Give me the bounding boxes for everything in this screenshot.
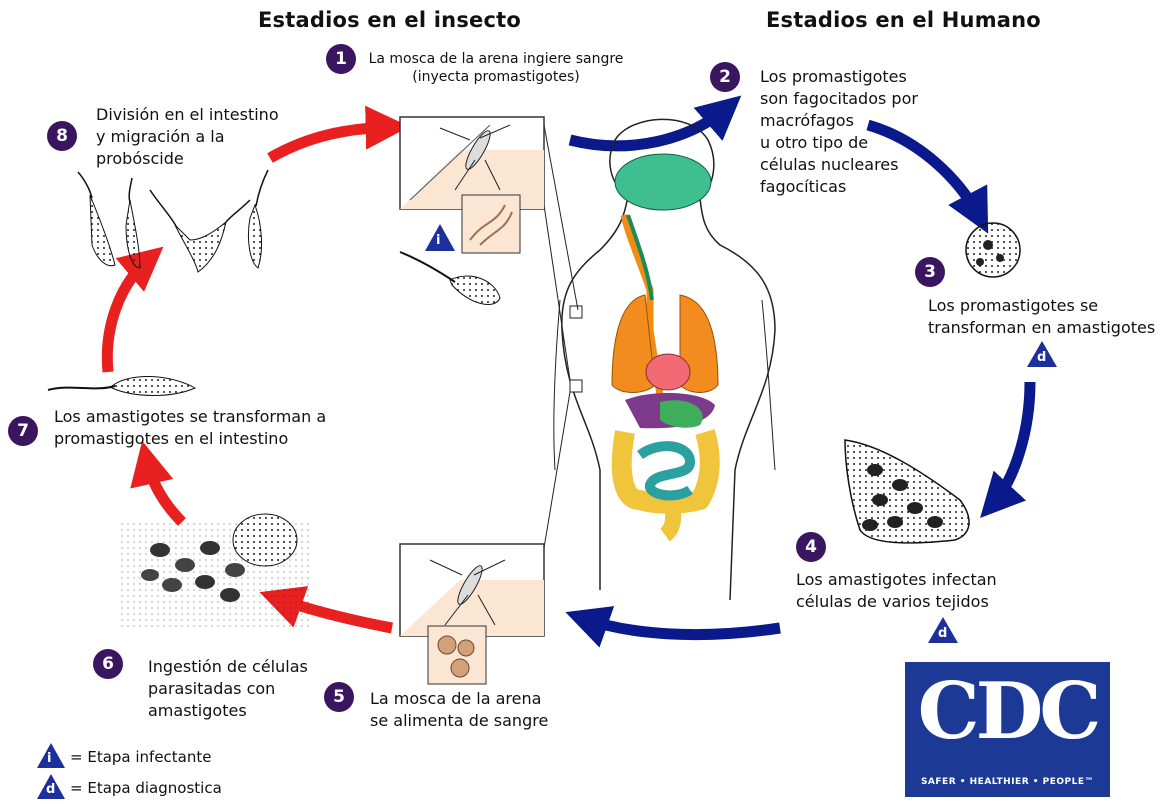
arrow-3-to-4 (992, 382, 1030, 505)
step-3-text: Los promastigotes se transforman en amas… (928, 295, 1155, 339)
insect-stages-heading: Estadios en el insecto (258, 8, 521, 32)
badge-letter-d-step-3: d (1037, 350, 1046, 365)
arrow-4-to-5 (582, 618, 780, 635)
arrow-6-to-7 (146, 458, 182, 522)
sandfly-bite-panel-top (400, 117, 544, 253)
promastigotes-dividing-step-8 (78, 170, 268, 272)
promastigote-near-step-1 (400, 252, 500, 304)
step-number-6: 6 (93, 649, 123, 679)
step-number-4: 4 (796, 532, 826, 562)
step-number-1: 1 (326, 44, 356, 74)
infected-tissue-step-4 (845, 440, 969, 543)
step-number-7: 7 (8, 416, 38, 446)
arrow-8-to-1 (270, 127, 392, 158)
promastigote-step-7 (48, 376, 195, 395)
legend-diagnostic-label: = Etapa diagnostica (70, 779, 222, 797)
arrow-1-to-2 (570, 107, 728, 146)
step-8-text: División en el intestino y migración a l… (96, 104, 279, 170)
cdc-logo-letters: CDC (905, 666, 1110, 757)
step-number-5: 5 (324, 682, 354, 712)
amastigotes-step-6 (120, 514, 310, 630)
step-7-text: Los amastigotes se transforman a promast… (54, 406, 326, 450)
legend-badge-letter-d: d (46, 782, 55, 797)
step-6-text: Ingestión de células parasitadas con ama… (148, 656, 308, 722)
human-body-illustration (544, 119, 775, 600)
step-number-3: 3 (915, 257, 945, 287)
badge-letter-d-step-4: d (938, 626, 947, 641)
legend-badge-letter-i: i (47, 751, 51, 766)
step-2-text: Los promastigotes son fagocitados por ma… (760, 66, 918, 198)
arrow-7-to-8 (107, 258, 150, 372)
human-stages-heading: Estadios en el Humano (766, 8, 1041, 32)
legend-infective-label: = Etapa infectante (70, 748, 212, 766)
step-1-text: La mosca de la arena ingiere sangre (iny… (362, 50, 630, 86)
cdc-logo: CDC SAFER • HEALTHIER • PEOPLE™ (905, 662, 1110, 797)
badge-letter-i: i (436, 233, 440, 248)
macrophage-step-3 (966, 223, 1020, 277)
step-4-text: Los amastigotes infectan células de vari… (796, 569, 997, 613)
step-number-2: 2 (710, 62, 740, 92)
cdc-logo-tagline: SAFER • HEALTHIER • PEOPLE™ (905, 777, 1110, 787)
step-5-text: La mosca de la arena se alimenta de sang… (370, 688, 548, 732)
sandfly-bite-panel-bottom (400, 544, 544, 684)
step-number-8: 8 (47, 121, 77, 151)
